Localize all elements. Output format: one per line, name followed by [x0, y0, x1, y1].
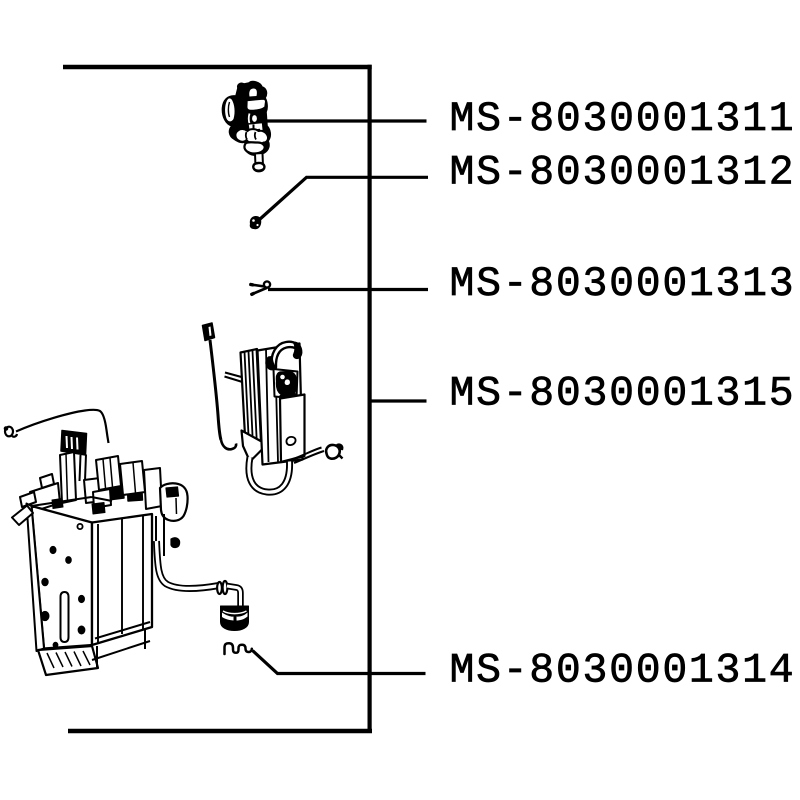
svg-text:MS-8030001314: MS-8030001314	[450, 648, 796, 695]
svg-text:MS-8030001313: MS-8030001313	[450, 261, 796, 308]
svg-text:MS-8030001311: MS-8030001311	[450, 96, 796, 143]
svg-text:MS-8030001315: MS-8030001315	[450, 371, 796, 418]
svg-text:MS-8030001312: MS-8030001312	[450, 150, 796, 197]
